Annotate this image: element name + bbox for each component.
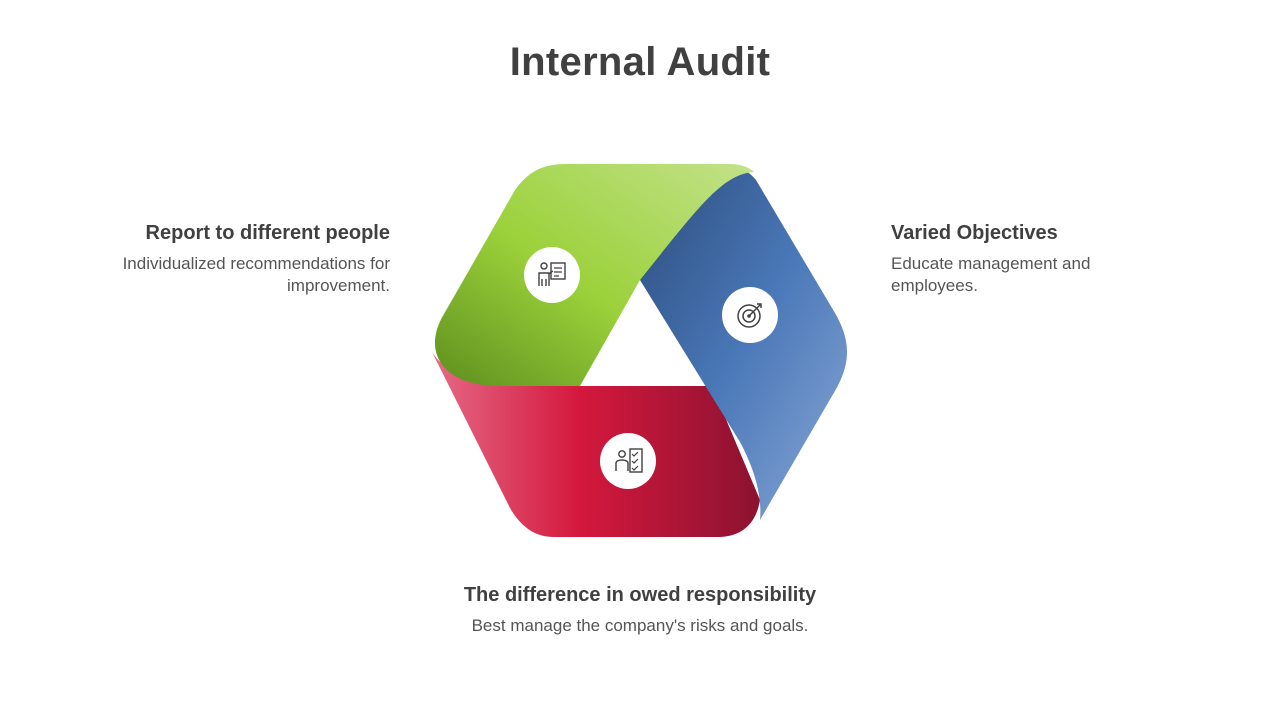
left-text-block: Report to different people Individualize… xyxy=(60,222,390,297)
blue-segment xyxy=(640,167,847,520)
page-title: Internal Audit xyxy=(509,40,771,84)
item-text-responsibility: Best manage the company's risks and goal… xyxy=(471,616,809,635)
green-segment xyxy=(434,164,754,386)
person-checklist-icon xyxy=(600,433,656,489)
target-dart-icon xyxy=(722,287,778,343)
item-heading-responsibility: The difference in owed responsibility xyxy=(463,584,817,606)
item-heading-objectives: Varied Objectives xyxy=(891,222,1058,244)
item-heading-report: Report to different people xyxy=(145,222,390,244)
presenter-board-icon xyxy=(524,247,580,303)
item-text-objectives: Educate management and employees. xyxy=(891,254,1091,295)
bottom-text-block: The difference in owed responsibility Be… xyxy=(390,584,890,637)
red-segment xyxy=(432,352,760,537)
right-text-block: Varied Objectives Educate management and… xyxy=(891,222,1151,297)
item-text-report: Individualized recommendations for impro… xyxy=(122,254,390,295)
